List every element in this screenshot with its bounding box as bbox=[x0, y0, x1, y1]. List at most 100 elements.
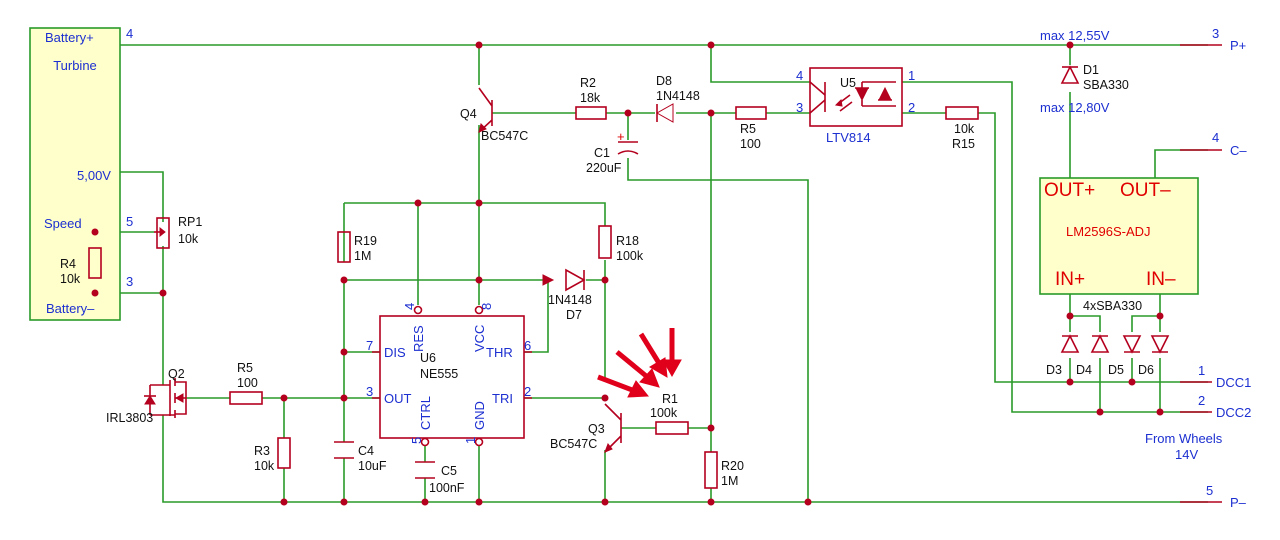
r1-resistor: R1 100k bbox=[650, 392, 689, 435]
svg-text:U5: U5 bbox=[840, 76, 856, 90]
svg-text:R19: R19 bbox=[354, 234, 377, 248]
svg-text:Q3: Q3 bbox=[588, 422, 605, 436]
junction-dots bbox=[91, 41, 1164, 506]
svg-text:D5: D5 bbox=[1108, 363, 1124, 377]
svg-text:1: 1 bbox=[463, 437, 478, 444]
svg-text:U6: U6 bbox=[420, 351, 436, 365]
svg-text:D4: D4 bbox=[1076, 363, 1092, 377]
svg-text:18k: 18k bbox=[580, 91, 601, 105]
svg-text:6: 6 bbox=[524, 338, 531, 353]
svg-text:IRL3803: IRL3803 bbox=[106, 411, 153, 425]
svg-text:4: 4 bbox=[402, 303, 417, 310]
svg-text:BC547C: BC547C bbox=[550, 437, 597, 451]
r18-resistor: R18 100k bbox=[598, 225, 644, 263]
net-label-max-out: max 12,55V bbox=[1040, 28, 1110, 43]
from-wheels-voltage: 14V bbox=[1175, 447, 1198, 462]
svg-text:R20: R20 bbox=[721, 459, 744, 473]
svg-text:220uF: 220uF bbox=[586, 161, 622, 175]
wires bbox=[30, 44, 1208, 503]
svg-text:100: 100 bbox=[740, 137, 761, 151]
svg-text:BC547C: BC547C bbox=[481, 129, 528, 143]
pin-num-battery-plus: 4 bbox=[126, 26, 133, 41]
r2-resistor: R2 18k bbox=[575, 76, 607, 120]
d8-diode: D8 1N4148 bbox=[655, 74, 700, 123]
svg-text:2: 2 bbox=[524, 384, 531, 399]
svg-text:3: 3 bbox=[1212, 26, 1219, 41]
connector-dcc1: DCC1 bbox=[1216, 375, 1251, 390]
svg-text:10k: 10k bbox=[254, 459, 275, 473]
svg-text:Q2: Q2 bbox=[168, 367, 185, 381]
svg-text:NE555: NE555 bbox=[420, 367, 458, 381]
pin-label-battery-plus: Battery+ bbox=[45, 30, 94, 45]
svg-text:LTV814: LTV814 bbox=[826, 130, 871, 145]
connector-c-minus: C– bbox=[1230, 143, 1247, 158]
svg-text:Q4: Q4 bbox=[460, 107, 477, 121]
d7-diode: 1N4148 D7 bbox=[542, 268, 592, 322]
r4-resistor: R4 10k bbox=[60, 247, 102, 286]
svg-text:TRI: TRI bbox=[492, 391, 513, 406]
svg-text:10uF: 10uF bbox=[358, 459, 387, 473]
svg-text:D3: D3 bbox=[1046, 363, 1062, 377]
lm2596-module: OUT+ OUT– LM2596S-ADJ IN+ IN– bbox=[1039, 177, 1199, 295]
highlight-arrows bbox=[597, 328, 682, 398]
pin-num-speed: 5 bbox=[126, 214, 133, 229]
connector-p-minus: P– bbox=[1230, 495, 1247, 510]
svg-text:C1: C1 bbox=[594, 146, 610, 160]
svg-text:100k: 100k bbox=[616, 249, 644, 263]
svg-text:1N4148: 1N4148 bbox=[548, 293, 592, 307]
svg-text:1M: 1M bbox=[721, 474, 738, 488]
rp1-potentiometer: RP1 10k bbox=[154, 215, 202, 249]
q3-transistor: Q3 BC547C bbox=[550, 403, 622, 453]
r15-resistor: 10k R15 bbox=[945, 106, 979, 151]
svg-text:VCC: VCC bbox=[472, 325, 487, 352]
svg-text:1: 1 bbox=[1198, 363, 1205, 378]
bridge-rectifier: 4xSBA330 D3 D4 D5 D6 bbox=[1046, 299, 1170, 377]
svg-text:DIS: DIS bbox=[384, 345, 406, 360]
r5-gate-resistor: R5 100 bbox=[229, 361, 263, 405]
svg-text:THR: THR bbox=[486, 345, 513, 360]
svg-text:2: 2 bbox=[1198, 393, 1205, 408]
svg-text:C4: C4 bbox=[358, 444, 374, 458]
svg-text:R15: R15 bbox=[952, 137, 975, 151]
r5-opto-resistor: R5 100 bbox=[735, 106, 767, 151]
svg-text:4: 4 bbox=[796, 68, 803, 83]
net-label-max-in: max 12,80V bbox=[1040, 100, 1110, 115]
svg-text:1: 1 bbox=[908, 68, 915, 83]
svg-text:R4: R4 bbox=[60, 257, 76, 271]
svg-text:5: 5 bbox=[1206, 483, 1213, 498]
c5-capacitor: C5 100nF bbox=[415, 461, 465, 495]
r20-resistor: R20 1M bbox=[704, 451, 744, 489]
svg-text:10k: 10k bbox=[178, 232, 199, 246]
turbine-title: Turbine bbox=[53, 58, 97, 73]
d1-diode: D1 SBA330 bbox=[1060, 63, 1129, 92]
connector-p-plus: P+ bbox=[1230, 38, 1246, 53]
svg-text:D8: D8 bbox=[656, 74, 672, 88]
c1-capacitor: + C1 220uF bbox=[586, 129, 639, 175]
svg-text:100: 100 bbox=[237, 376, 258, 390]
svg-text:D6: D6 bbox=[1138, 363, 1154, 377]
net-label-5v: 5,00V bbox=[77, 168, 111, 183]
pin-label-speed: Speed bbox=[44, 216, 82, 231]
svg-text:D7: D7 bbox=[566, 308, 582, 322]
svg-text:100nF: 100nF bbox=[429, 481, 465, 495]
svg-text:10k: 10k bbox=[60, 272, 81, 286]
svg-text:4xSBA330: 4xSBA330 bbox=[1083, 299, 1142, 313]
svg-text:D1: D1 bbox=[1083, 63, 1099, 77]
r19-resistor: R19 1M bbox=[337, 231, 377, 263]
svg-text:R3: R3 bbox=[254, 444, 270, 458]
svg-text:10k: 10k bbox=[954, 122, 975, 136]
u5-optocoupler: U5 LTV814 4 3 1 2 bbox=[796, 67, 915, 145]
svg-text:CTRL: CTRL bbox=[418, 396, 433, 430]
svg-text:R2: R2 bbox=[580, 76, 596, 90]
r3-resistor: R3 10k bbox=[254, 437, 291, 473]
u6-ne555-timer: U6 NE555 DIS OUT THR TRI RES VCC CTRL GN… bbox=[366, 303, 532, 447]
svg-text:RES: RES bbox=[411, 325, 426, 352]
pin-label-battery-minus: Battery– bbox=[46, 301, 95, 316]
svg-text:RP1: RP1 bbox=[178, 215, 202, 229]
svg-text:OUT: OUT bbox=[384, 391, 412, 406]
svg-text:100k: 100k bbox=[650, 406, 678, 420]
svg-text:3: 3 bbox=[796, 100, 803, 115]
svg-text:R5: R5 bbox=[237, 361, 253, 375]
svg-text:LM2596S-ADJ: LM2596S-ADJ bbox=[1066, 224, 1151, 239]
